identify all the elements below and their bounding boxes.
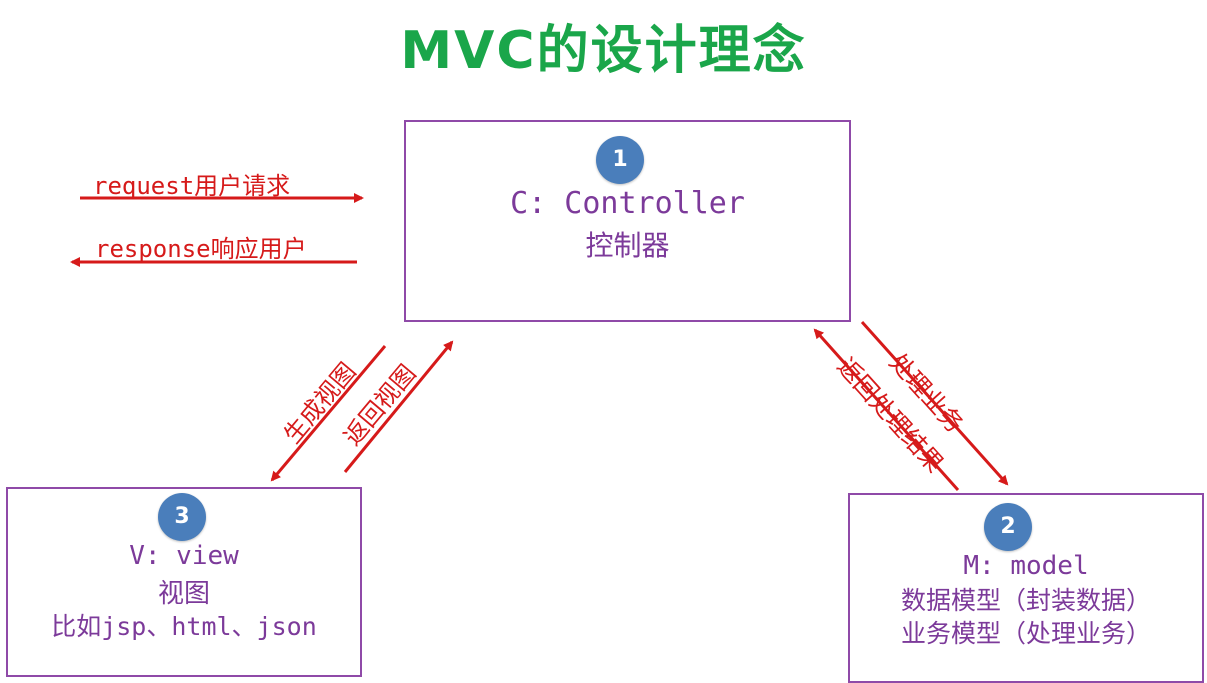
model-box: 2 M: model 数据模型（封装数据） 业务模型（处理业务） [848, 493, 1204, 683]
view-examples: 比如jsp、html、json [51, 612, 317, 641]
controller-subtitle: 控制器 [585, 229, 670, 262]
controller-number-badge: 1 [596, 136, 644, 184]
return-result-arrow [813, 328, 960, 491]
return-view-arrow [343, 340, 454, 473]
model-business-model: 业务模型（处理业务） [900, 619, 1151, 648]
view-box: 3 V: view 视图 比如jsp、html、json [6, 487, 362, 677]
model-data-model: 数据模型（封装数据） [900, 586, 1151, 615]
diagram-title: MVC的设计理念 [400, 21, 807, 81]
request-label: request用户请求 [93, 172, 291, 200]
arrows-layer [70, 193, 1009, 491]
view-title: V: view [129, 541, 239, 571]
controller-box: 1 C: Controller 控制器 [404, 120, 851, 322]
model-number-badge: 2 [984, 503, 1032, 551]
view-subtitle: 视图 [157, 579, 210, 609]
response-label: response响应用户 [95, 235, 307, 263]
model-title: M: model [963, 551, 1089, 581]
process-business-arrow [860, 320, 1009, 486]
controller-title: C: Controller [510, 186, 745, 221]
generate-view-arrow [270, 345, 387, 482]
view-number-badge: 3 [158, 493, 206, 541]
